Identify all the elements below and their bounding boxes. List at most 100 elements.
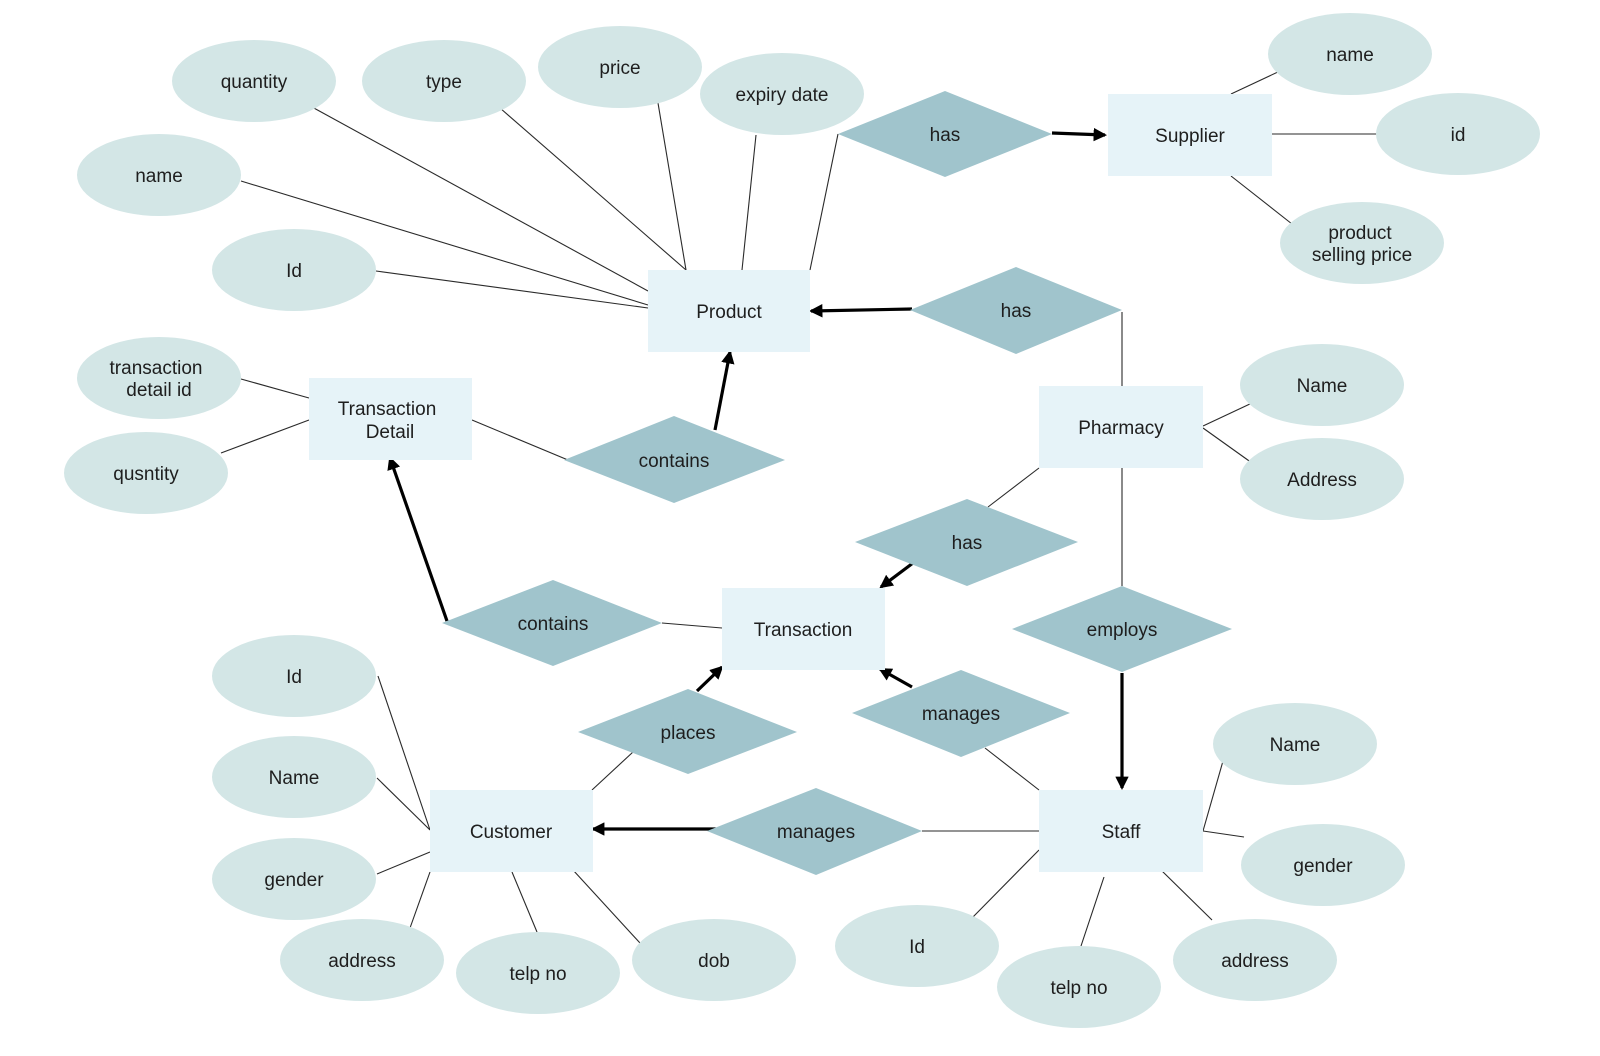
attribute-product-type[interactable]: type [362,40,526,122]
entity-label-line-1: Transaction [338,399,437,420]
edge-detail-id [240,378,310,399]
attribute-label: address [328,951,396,972]
attribute-staff-telp-no[interactable]: telp no [997,946,1161,1028]
edge-pharmacy-name [1202,402,1253,427]
edge-staff-gender [1202,830,1245,838]
attribute-staff-address[interactable]: address [1173,919,1337,1001]
arrow-manages-transaction [878,667,913,689]
entity-label-line-2: Detail [366,422,415,443]
attribute-label: Address [1287,470,1357,491]
attribute-customer-address[interactable]: address [280,919,444,1001]
entity-pharmacy[interactable]: Pharmacy [1039,386,1203,468]
edge-customer-dob [572,869,641,944]
relationship-customer-places-transaction[interactable]: places [578,689,797,774]
attribute-customer-id[interactable]: Id [212,635,376,717]
attribute-pharmacy-name[interactable]: Name [1240,344,1404,426]
relationship-label: employs [1087,620,1158,641]
relationship-label: contains [518,614,589,635]
attribute-product-quantity[interactable]: quantity [172,40,336,122]
attribute-label: telp no [509,964,566,985]
attribute-label: gender [264,870,324,891]
entity-staff[interactable]: Staff [1039,790,1203,872]
edge-detail-contains [471,419,569,461]
attribute-product-id[interactable]: Id [212,229,376,311]
relationship-label: places [661,723,716,744]
attribute-label: dob [698,951,730,972]
arrow-places-transaction [695,665,724,693]
attribute-label: quantity [221,72,288,93]
attribute-detail-quantity[interactable]: qusntity [64,432,228,514]
arrow-has-supplier [1051,127,1108,142]
edge-product-type [499,107,687,271]
relationship-staff-manages-transaction[interactable]: manages [852,670,1070,757]
attribute-label: Id [286,261,302,282]
attribute-label: price [599,58,640,79]
attribute-label: Name [1270,735,1321,756]
arrow-contains-detail [387,456,449,622]
edge-customer-id [377,675,431,831]
attribute-label: name [135,166,183,187]
edge-supplier-name [1230,70,1281,95]
relationship-product-has-supplier[interactable]: has [838,91,1052,177]
attribute-label: name [1326,45,1374,66]
attribute-label-line-1: transaction [110,358,203,379]
edge-supplier-price [1230,175,1293,225]
attribute-label-line-2: detail id [126,380,192,401]
entity-transaction-detail[interactable]: Transaction Detail [309,378,472,460]
edge-detail-quantity [220,419,310,454]
arrows [387,127,1129,836]
attribute-label: Id [909,937,925,958]
relationship-transaction-contains-detail[interactable]: contains [442,580,662,666]
relationship-label: has [1001,301,1032,322]
attribute-staff-id[interactable]: Id [835,905,999,987]
relationship-staff-manages-customer[interactable]: manages [707,788,922,875]
entity-supplier[interactable]: Supplier [1108,94,1272,176]
attribute-product-price[interactable]: price [538,26,702,108]
attribute-supplier-id[interactable]: id [1376,93,1540,175]
attribute-customer-gender[interactable]: gender [212,838,376,920]
entity-customer[interactable]: Customer [430,790,593,872]
attribute-pharmacy-address[interactable]: Address [1240,438,1404,520]
entity-label: Transaction [754,620,853,641]
attribute-label: gender [1293,856,1353,877]
edge-product-has-supplier [809,133,839,271]
edge-staff-telp [1080,876,1105,947]
attribute-label: type [426,72,462,93]
attribute-product-expiry-date[interactable]: expiry date [700,53,864,135]
attribute-label: Name [1297,376,1348,397]
attribute-staff-gender[interactable]: gender [1241,824,1405,906]
edge-product-price [657,102,687,271]
edge-product-expiry [741,134,757,271]
relationship-detail-contains-product[interactable]: contains [564,416,785,503]
attribute-customer-telp-no[interactable]: telp no [456,932,620,1014]
entity-label: Pharmacy [1078,418,1164,439]
edge-customer-places [591,751,634,791]
entity-product[interactable]: Product [648,270,810,352]
attribute-product-name[interactable]: name [77,134,241,216]
edge-customer-name [376,777,431,831]
relationship-label: has [952,533,983,554]
attribute-customer-name[interactable]: Name [212,736,376,818]
attribute-staff-name[interactable]: Name [1213,703,1377,785]
relationship-pharmacy-employs-staff[interactable]: employs [1012,586,1232,672]
edge-staff-id [971,849,1040,919]
attribute-supplier-name[interactable]: name [1268,13,1432,95]
attribute-label: qusntity [113,464,179,485]
attribute-label-line-1: product [1328,223,1392,244]
relationship-label: contains [639,451,710,472]
edge-product-name [240,180,649,306]
attribute-detail-id[interactable]: transaction detail id [77,337,241,419]
relationship-pharmacy-has-product[interactable]: has [910,267,1122,354]
relationship-pharmacy-has-transaction[interactable]: has [855,499,1078,586]
connector-lines [220,70,1380,947]
arrow-has-transaction [879,561,914,589]
entity-transaction[interactable]: Transaction [722,588,885,670]
attribute-supplier-selling-price[interactable]: product selling price [1280,202,1444,284]
attribute-customer-dob[interactable]: dob [632,919,796,1001]
edge-product-id [375,270,649,309]
entity-label: Customer [470,822,553,843]
attribute-label: address [1221,951,1289,972]
arrow-has-product [808,304,913,318]
